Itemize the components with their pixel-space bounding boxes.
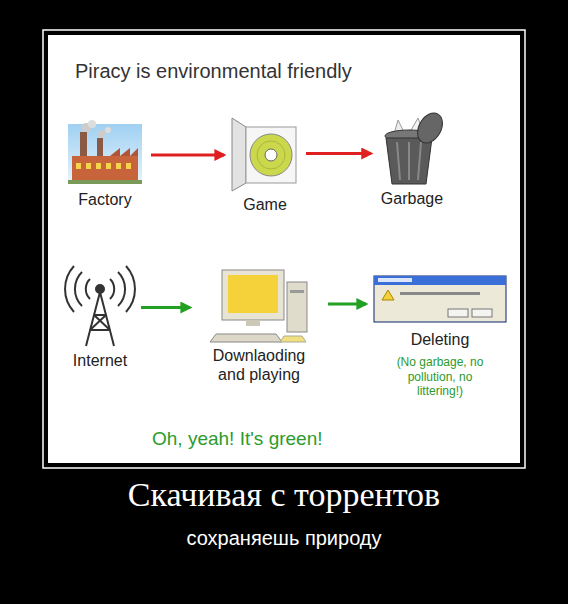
computer-icon (210, 270, 307, 342)
node-label: Downlaoding and playing (200, 346, 318, 384)
factory-icon (68, 120, 142, 184)
white-panel (48, 35, 520, 463)
game-node: Game (230, 115, 300, 214)
node-label: Factory (69, 190, 141, 209)
node-label: Game (234, 195, 296, 214)
poster-frame (43, 30, 525, 468)
game-icon (232, 118, 296, 191)
delete-dialog-icon (374, 276, 506, 322)
internet-node: Internet (65, 265, 135, 370)
node-note: (No garbage, no pollution, no littering!… (392, 355, 488, 398)
title: Piracy is environmental friendly (75, 60, 352, 83)
node-label: Internet (69, 351, 131, 370)
poster-subcaption: сохраняешь природу (0, 527, 568, 550)
flow-arrow (141, 306, 190, 309)
node-label: Deleting (376, 330, 504, 349)
garbage-icon (385, 109, 448, 184)
flow-arrow (306, 152, 371, 155)
computer-node: Downlaoding and playing (196, 268, 322, 384)
antenna-icon (65, 266, 135, 346)
garbage-node: Garbage (377, 115, 447, 208)
flow-arrow (328, 303, 366, 306)
slogan: Oh, yeah! It's green! (152, 428, 323, 450)
node-label: Garbage (381, 189, 443, 208)
flow-arrow (151, 154, 224, 157)
factory-node: Factory (65, 120, 145, 209)
deleting-node: Deleting (No garbage, no pollution, no li… (372, 272, 508, 398)
poster-caption: Скачивая с торрентов (0, 476, 568, 514)
